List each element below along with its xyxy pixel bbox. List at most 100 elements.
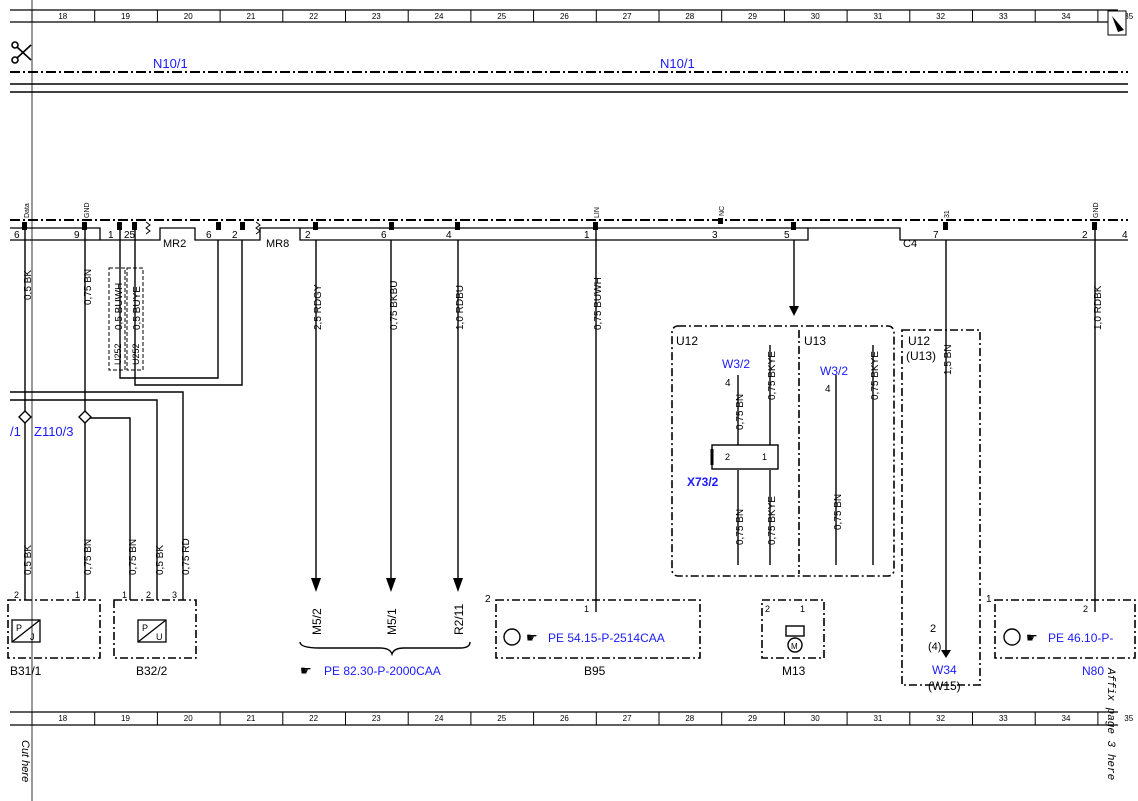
wire-label: 2,5 RDGY bbox=[313, 284, 324, 330]
pin-number: 2 bbox=[930, 623, 936, 635]
pin-number: (4) bbox=[928, 641, 941, 653]
pin-number: 2 bbox=[1082, 230, 1088, 241]
group-label-u12: U12 bbox=[676, 334, 698, 348]
ruler-column-number: 22 bbox=[309, 12, 318, 21]
wire-labels: 0,5 BK 0,75 BN 0,5 BUWH 0,5 BUYE U252 U2… bbox=[23, 269, 1104, 575]
pin-number: 6 bbox=[206, 230, 212, 241]
ruler-column-number: 35 bbox=[1124, 714, 1133, 723]
pin-number: 2 bbox=[146, 590, 151, 600]
wire-label: 0,75 BKBU bbox=[389, 281, 400, 330]
wire-label: 0,75 BN bbox=[83, 539, 94, 575]
motor-letter: M bbox=[791, 642, 798, 651]
ruler-column-number: 29 bbox=[748, 12, 757, 21]
group-u12-u13 bbox=[671, 325, 981, 686]
ruler-column-number: 30 bbox=[811, 12, 820, 21]
splice-label: /1 bbox=[10, 424, 21, 439]
group-label-u12: U12 bbox=[908, 334, 930, 348]
transistor-icon bbox=[503, 628, 1021, 646]
component-label-n80: N80 bbox=[1082, 664, 1104, 678]
svg-text:P: P bbox=[16, 623, 22, 633]
wire-label: 1,0 RDBK bbox=[1093, 285, 1104, 330]
ruler-column-number: 28 bbox=[685, 714, 694, 723]
ruler-column-number: 23 bbox=[372, 714, 381, 723]
pin-name-lin: LIN bbox=[594, 207, 601, 218]
ruler-column-number: 20 bbox=[184, 714, 193, 723]
pin-number: 1 bbox=[762, 452, 767, 462]
affix-note: Affix page 3 here bbox=[1104, 667, 1116, 780]
wire-label: 0,5 BK bbox=[155, 545, 166, 575]
pin-number: 6 bbox=[14, 230, 20, 241]
arrow-icons bbox=[311, 306, 799, 592]
connector-x73-2 bbox=[710, 444, 779, 470]
pin-number: 4 bbox=[825, 384, 831, 395]
ruler-column-number: 28 bbox=[685, 12, 694, 21]
ruler-column-number: 34 bbox=[1062, 714, 1071, 723]
scissors-icon bbox=[11, 41, 32, 64]
pin-name-gnd: GND bbox=[84, 202, 91, 218]
group-label-u13: U13 bbox=[804, 334, 826, 348]
svg-text:U: U bbox=[156, 632, 163, 642]
reference-link[interactable]: PE 46.10-P- bbox=[1048, 631, 1113, 645]
svg-text:P: P bbox=[142, 623, 148, 633]
rail-pins bbox=[22, 218, 1097, 230]
ruler-column-number: 31 bbox=[873, 12, 882, 21]
ruler-column-number: 32 bbox=[936, 12, 945, 21]
reference-hand-icon: ☛ bbox=[526, 630, 538, 645]
component-label-m13: M13 bbox=[782, 664, 806, 678]
reference-link[interactable]: PE 54.15-P-2514CAA bbox=[548, 631, 665, 645]
pin-name-data: Data bbox=[24, 203, 31, 218]
pin-number: 7 bbox=[933, 230, 939, 241]
component-label-b32: B32/2 bbox=[136, 664, 168, 678]
ruler-column-number: 25 bbox=[497, 12, 506, 21]
sensor-symbols bbox=[11, 619, 167, 643]
reference-hand-icon: ☛ bbox=[300, 663, 312, 678]
splice-icon bbox=[18, 410, 92, 424]
pin-number: 1 bbox=[108, 230, 114, 241]
connector-label-x73: X73/2 bbox=[687, 475, 719, 489]
corner-mark-icon bbox=[1107, 10, 1127, 36]
target-label: M5/2 bbox=[310, 608, 324, 635]
wires bbox=[10, 230, 1096, 650]
ruler-column-number: 24 bbox=[435, 714, 444, 723]
pin-number: 2 bbox=[1083, 604, 1088, 614]
wire-label: 0,75 BN bbox=[128, 539, 139, 575]
target-labels: M5/2 M5/1 R2/11 bbox=[310, 604, 466, 635]
pin-number: 4 bbox=[725, 378, 731, 389]
reference-link[interactable]: PE 82.30-P-2000CAA bbox=[324, 664, 441, 678]
component-pins: 2 1 1 2 3 2 1 2 1 1 2 bbox=[14, 590, 1088, 614]
ruler-column-number: 23 bbox=[372, 12, 381, 21]
wire-label: 0,75 BKYE bbox=[767, 351, 778, 400]
pin-number: 4 bbox=[1122, 230, 1128, 241]
pin-number: 4 bbox=[446, 230, 452, 241]
brace bbox=[299, 641, 471, 657]
ruler-column-number: 18 bbox=[58, 12, 67, 21]
connector-label-c4: C4 bbox=[903, 238, 917, 250]
wire-label: 0,5 BK bbox=[23, 545, 34, 575]
bus-label-left: N10/1 bbox=[153, 56, 188, 71]
pin-number: 2 bbox=[765, 604, 770, 614]
pin-number: 2 bbox=[725, 452, 730, 462]
pin-number: 1 bbox=[986, 594, 992, 605]
wire-label: 0,75 RD bbox=[181, 538, 192, 575]
sensor-letters: PJ PU bbox=[16, 623, 163, 642]
wire-label: 0,5 BUYE bbox=[132, 286, 143, 330]
pin-number: 6 bbox=[381, 230, 387, 241]
pin-number: 5 bbox=[784, 230, 790, 241]
ruler-column-number: 29 bbox=[748, 714, 757, 723]
ruler-column-number: 31 bbox=[873, 714, 882, 723]
pin-number: 9 bbox=[74, 230, 80, 241]
wire-label: 0,75 BN bbox=[833, 494, 844, 530]
reference-hand-icon: ☛ bbox=[1026, 630, 1038, 645]
pin-number: 25 bbox=[124, 230, 136, 241]
wire-label: 0,75 BKYE bbox=[767, 496, 778, 545]
twisted-pair-box bbox=[126, 267, 144, 371]
resistor-icon bbox=[145, 221, 151, 235]
wire-label: 0,75 BUWH bbox=[593, 277, 604, 330]
ground-icon bbox=[941, 650, 951, 658]
connector-label-mr2: MR2 bbox=[163, 238, 186, 250]
pin-number: 1 bbox=[75, 590, 80, 600]
wire-label: 1,0 RDBU bbox=[455, 285, 466, 330]
